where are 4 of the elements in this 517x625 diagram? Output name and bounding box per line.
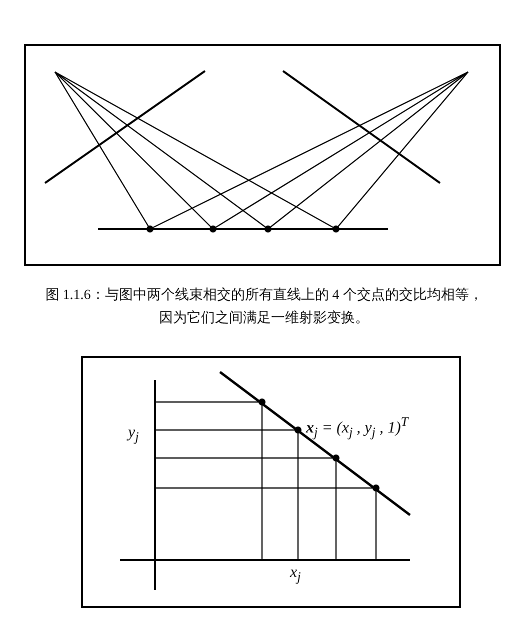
axis-label: y$_{j}$ <box>128 424 139 446</box>
point-formula: x$_{j}$ = (x$_{j}$ , y$_{j}$ , 1)$^{T}$ <box>306 414 408 441</box>
axis-label: x$_{j}$ <box>290 564 301 586</box>
figure-caption: 图 1.1.6：与图中两个线束相交的所有直线上的 4 个交点的交比均相等，因为它们之间满足一维射影变换。 <box>44 286 484 328</box>
